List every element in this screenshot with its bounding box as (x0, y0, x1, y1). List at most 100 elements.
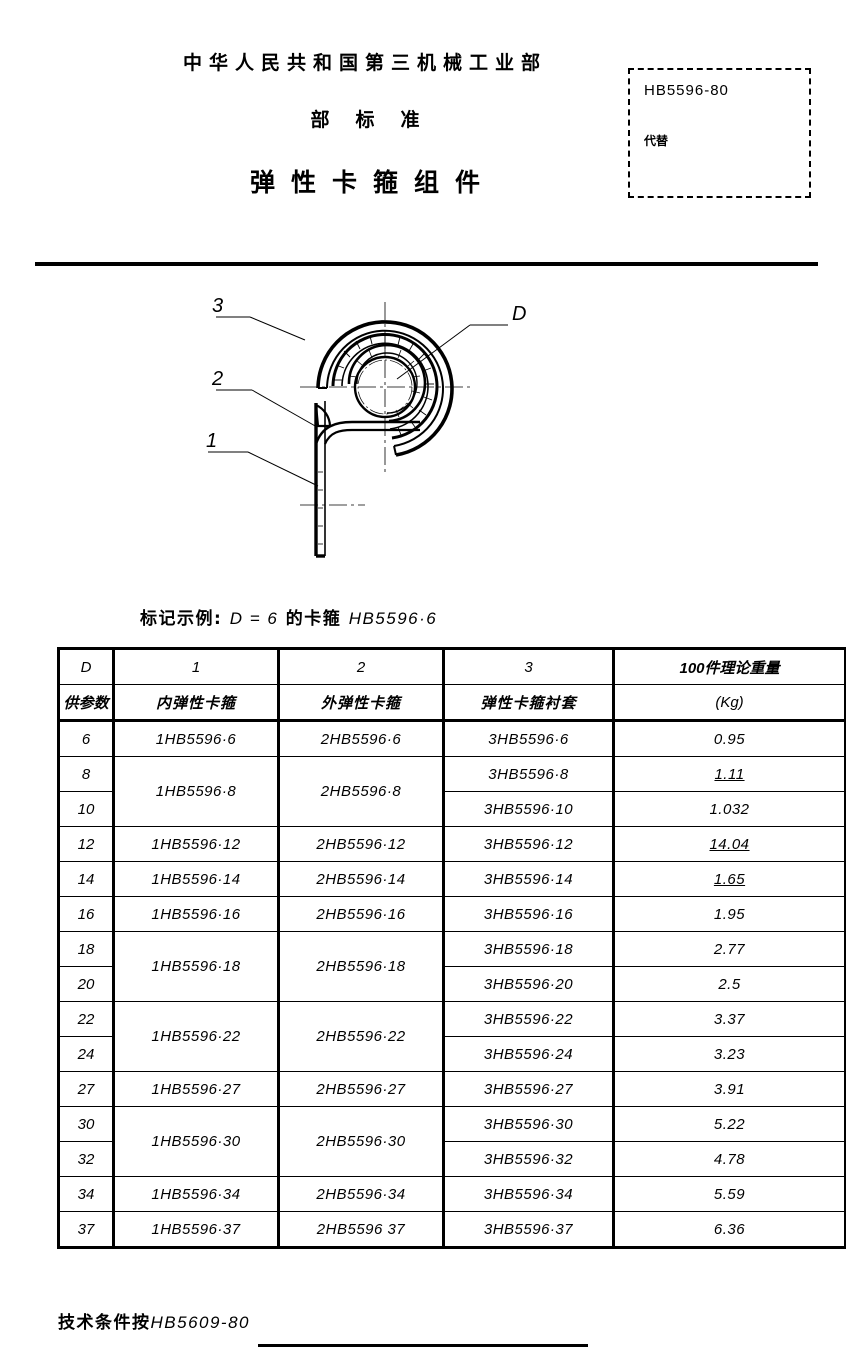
cell-bushing: 3HB5596·8 (443, 756, 615, 792)
cell-bushing: 3HB5596·10 (443, 791, 615, 827)
marking-designation: HB5596·6 (348, 609, 438, 628)
marking-middle: 的卡箍 (285, 609, 342, 629)
cell-weight: 14.04 (613, 826, 846, 862)
standard-number: HB5596-80 (644, 82, 729, 99)
cell-inner-clamp: 1HB5596·12 (113, 826, 280, 862)
clamp-cross-section-svg: 3 2 1 D (206, 295, 526, 558)
cell-diameter: 14 (57, 861, 115, 897)
document-header: 中华人民共和国第三机械工业部 部标准 弹性卡箍组件 HB5596-80 代替 (0, 0, 846, 250)
cell-bushing: 3HB5596·30 (443, 1106, 615, 1142)
marking-prefix: 标记示例: (140, 609, 223, 629)
cell-outer-clamp: 2HB5596·12 (278, 826, 445, 862)
cell-outer-clamp: 2HB5596·16 (278, 896, 445, 932)
cell-diameter: 8 (57, 756, 115, 792)
cell-bushing: 3HB5596·14 (443, 861, 615, 897)
technical-conditions-note: 技术条件按HB5609-80 (58, 1308, 250, 1333)
cell-weight: 0.95 (613, 720, 846, 757)
header-inner-clamp: 内弹性卡箍 (113, 684, 280, 722)
cell-bushing: 3HB5596·27 (443, 1071, 615, 1107)
cell-weight: 1.11 (613, 756, 846, 792)
cell-weight: 1.65 (613, 861, 846, 897)
cell-diameter: 34 (57, 1176, 115, 1212)
cell-weight: 2.77 (613, 931, 846, 967)
cell-bushing: 3HB5596·24 (443, 1036, 615, 1072)
cell-bushing: 3HB5596·12 (443, 826, 615, 862)
cell-weight: 5.22 (613, 1106, 846, 1142)
dimension-D-label: D (512, 303, 526, 325)
footer-divider (258, 1344, 588, 1347)
cell-diameter: 18 (57, 931, 115, 967)
cell-bushing: 3HB5596·20 (443, 966, 615, 1002)
outer-band (316, 320, 454, 457)
footer-note-text: 技术条件按 (58, 1313, 151, 1333)
cell-diameter: 10 (57, 791, 115, 827)
cell-outer-clamp: 2HB5596·30 (278, 1106, 445, 1177)
footer-note-code: HB5609-80 (150, 1313, 251, 1332)
cell-inner-clamp: 1HB5596·8 (113, 756, 280, 827)
header-diameter-note: 供参数 (57, 684, 115, 722)
cell-weight: 3.37 (613, 1001, 846, 1037)
header-weight: 100件理论重量 (613, 647, 846, 685)
cell-weight: 5.59 (613, 1176, 846, 1212)
cell-bushing: 3HB5596·18 (443, 931, 615, 967)
centre-lines (300, 302, 470, 506)
mounting-leg (314, 401, 420, 558)
cell-inner-clamp: 1HB5596·34 (113, 1176, 280, 1212)
header-col-1: 1 (113, 647, 280, 685)
cell-diameter: 27 (57, 1071, 115, 1107)
cell-weight: 6.36 (613, 1211, 846, 1249)
cell-bushing: 3HB5596·37 (443, 1211, 615, 1249)
replaces-label: 代替 (644, 134, 669, 148)
header-col-2: 2 (278, 647, 445, 685)
table-header-row-2: 供参数内弹性卡箍外弹性卡箍弹性卡箍衬套(Kg) (57, 684, 846, 722)
cell-diameter: 12 (57, 826, 115, 862)
technical-drawing: 3 2 1 D (0, 280, 846, 590)
header-col-3: 3 (443, 647, 615, 685)
cell-bushing: 3HB5596·34 (443, 1176, 615, 1212)
cell-inner-clamp: 1HB5596·16 (113, 896, 280, 932)
cell-bushing: 3HB5596·16 (443, 896, 615, 932)
cell-weight: 1.95 (613, 896, 846, 932)
cell-weight: 4.78 (613, 1141, 846, 1177)
cell-inner-clamp: 1HB5596·37 (113, 1211, 280, 1249)
cell-outer-clamp: 2HB5596·22 (278, 1001, 445, 1072)
cell-diameter: 37 (57, 1211, 115, 1249)
header-divider (35, 262, 818, 266)
cell-inner-clamp: 1HB5596·30 (113, 1106, 280, 1177)
cell-outer-clamp: 2HB5596·8 (278, 756, 445, 827)
cell-inner-clamp: 1HB5596·27 (113, 1071, 280, 1107)
callout-3-label: 3 (212, 295, 223, 317)
cell-inner-clamp: 1HB5596·18 (113, 931, 280, 1002)
cell-diameter: 22 (57, 1001, 115, 1037)
cell-outer-clamp: 2HB5596·34 (278, 1176, 445, 1212)
cell-diameter: 24 (57, 1036, 115, 1072)
cell-bushing: 3HB5596·6 (443, 720, 615, 757)
cell-weight: 2.5 (613, 966, 846, 1002)
cell-inner-clamp: 1HB5596·14 (113, 861, 280, 897)
cell-outer-clamp: 2HB5596·18 (278, 931, 445, 1002)
bore-circle (353, 355, 417, 419)
bore-pitch-circle (357, 359, 413, 415)
standard-code-box: HB5596-80 代替 (628, 68, 811, 198)
clamp-tongue (314, 403, 332, 428)
cell-weight: 1.032 (613, 791, 846, 827)
cell-outer-clamp: 2HB5596·27 (278, 1071, 445, 1107)
marking-formula: D = 6 (229, 609, 279, 628)
page-title: 弹性卡箍组件 (249, 168, 496, 197)
cell-bushing: 3HB5596·32 (443, 1141, 615, 1177)
cell-outer-clamp: 2HB5596·14 (278, 861, 445, 897)
cell-bushing: 3HB5596·22 (443, 1001, 615, 1037)
callout-1-label: 1 (206, 430, 217, 452)
cell-inner-clamp: 1HB5596·22 (113, 1001, 280, 1072)
cell-diameter: 6 (57, 720, 115, 757)
